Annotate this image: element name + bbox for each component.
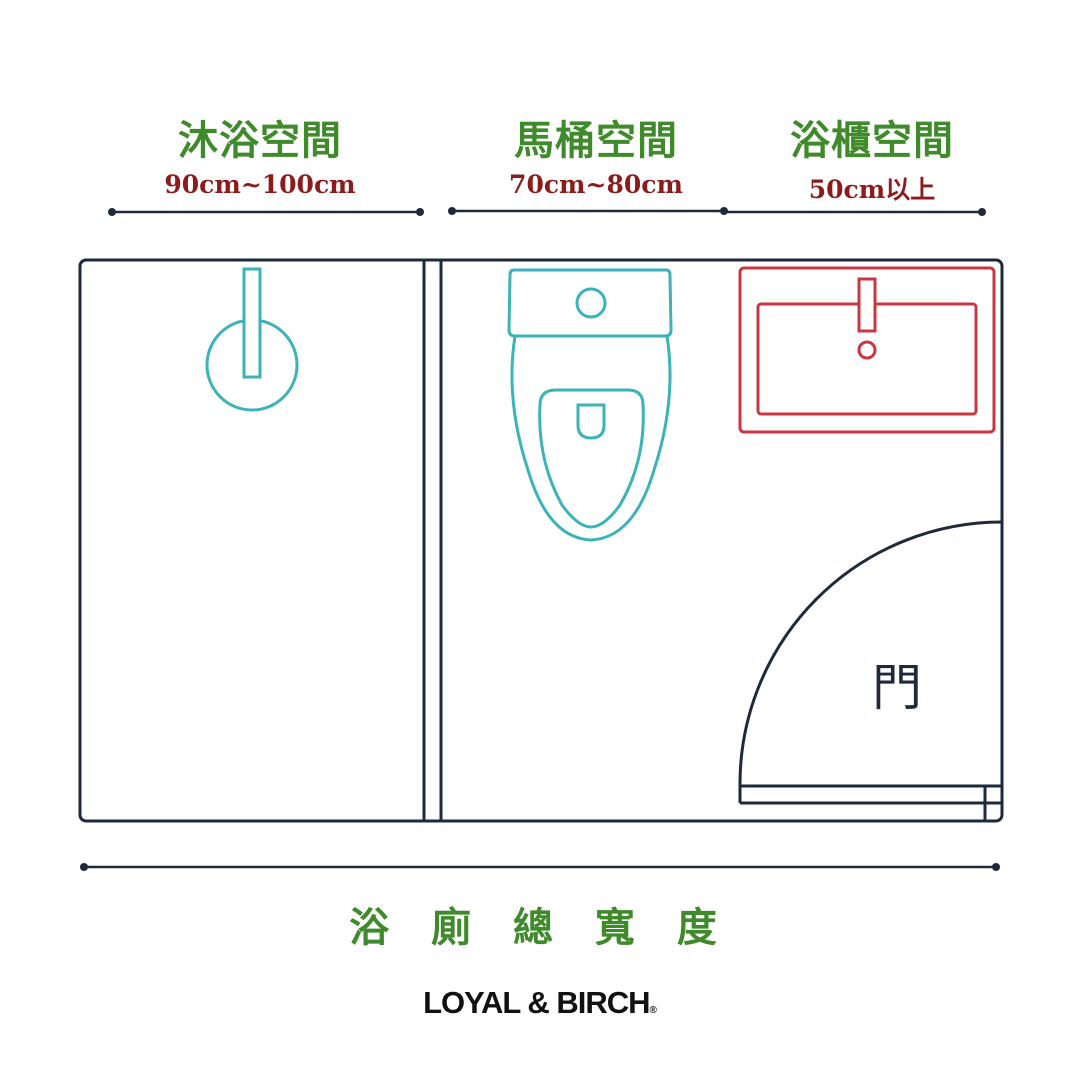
vanity-zone-title: 浴櫃空間 [790,117,954,164]
door-icon [738,520,1003,821]
brand-logo: LOYAL & BIRCH® [0,985,1080,1021]
vanity-zone-dimension: 50cm以上 [808,175,936,204]
registered-mark: ® [649,1005,657,1016]
toilet-zone-title: 馬桶空間 [514,117,678,164]
partition-wall [422,261,443,820]
total-width-line [80,863,1000,871]
vanity-dimension-line [724,208,986,216]
shower-fixture-icon [205,267,299,412]
door-label: 門 [872,659,922,717]
shower-dimension-line [108,208,424,216]
shower-zone-title: 沐浴空間 [178,117,342,164]
toilet-icon [507,268,673,542]
room-outline [78,258,1004,823]
toilet-zone-dimension: 70cm~80cm [509,170,683,199]
vanity-sink-icon [738,266,996,434]
total-width-label: 浴 廁 總 寬 度 [349,904,731,951]
toilet-dimension-line [448,207,728,215]
shower-zone-dimension: 90cm~100cm [164,170,356,199]
brand-name: LOYAL & BIRCH [423,985,650,1020]
